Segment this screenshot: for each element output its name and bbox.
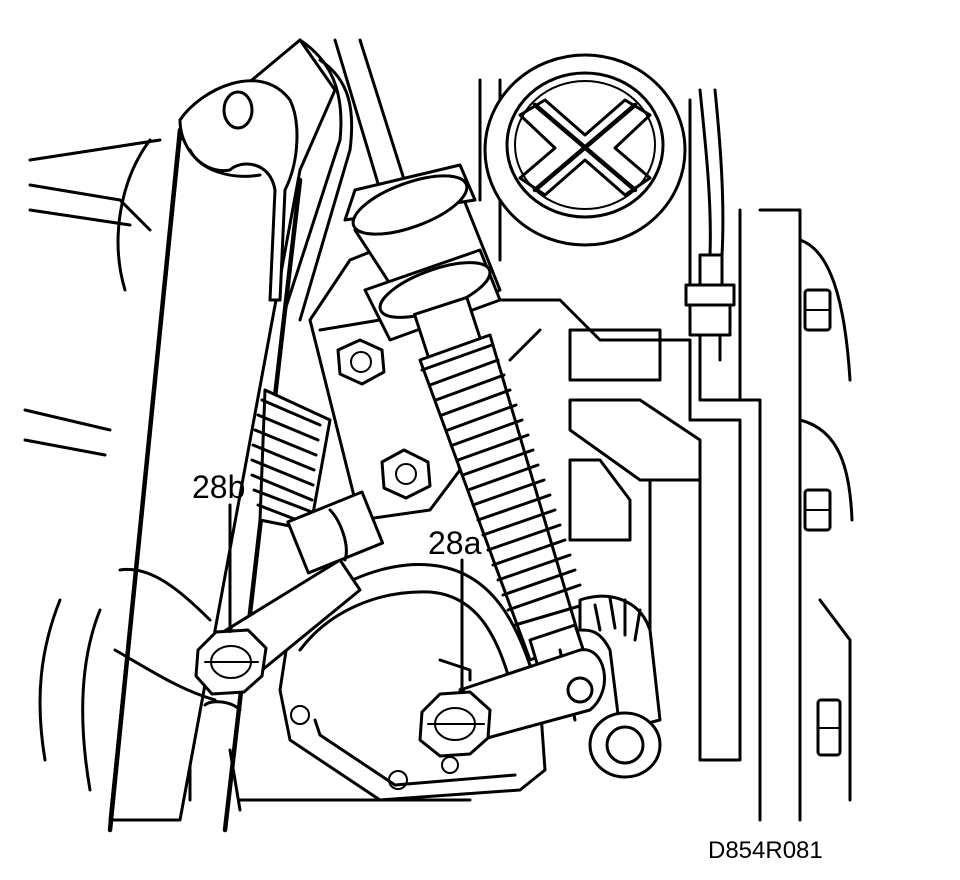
- sensor-connector: [684, 88, 736, 362]
- bracket-bolt-upper: [336, 338, 386, 386]
- figure-code: D854R081: [708, 837, 823, 864]
- nut-28a: [418, 690, 492, 758]
- bracket-bolt-lower: [380, 448, 432, 500]
- callout-28b: 28b: [192, 469, 245, 505]
- gear-shift-tube: [107, 38, 422, 833]
- oil-filler-cap: [483, 53, 687, 247]
- case-bolts-right: [803, 288, 842, 757]
- coolant-hose: [578, 594, 662, 779]
- callout-leaders: [227, 503, 465, 693]
- nut-28b: [194, 628, 268, 696]
- cable-bellows-left: [250, 388, 332, 532]
- callout-28a: 28a: [428, 525, 482, 561]
- selector-cable: [343, 163, 592, 722]
